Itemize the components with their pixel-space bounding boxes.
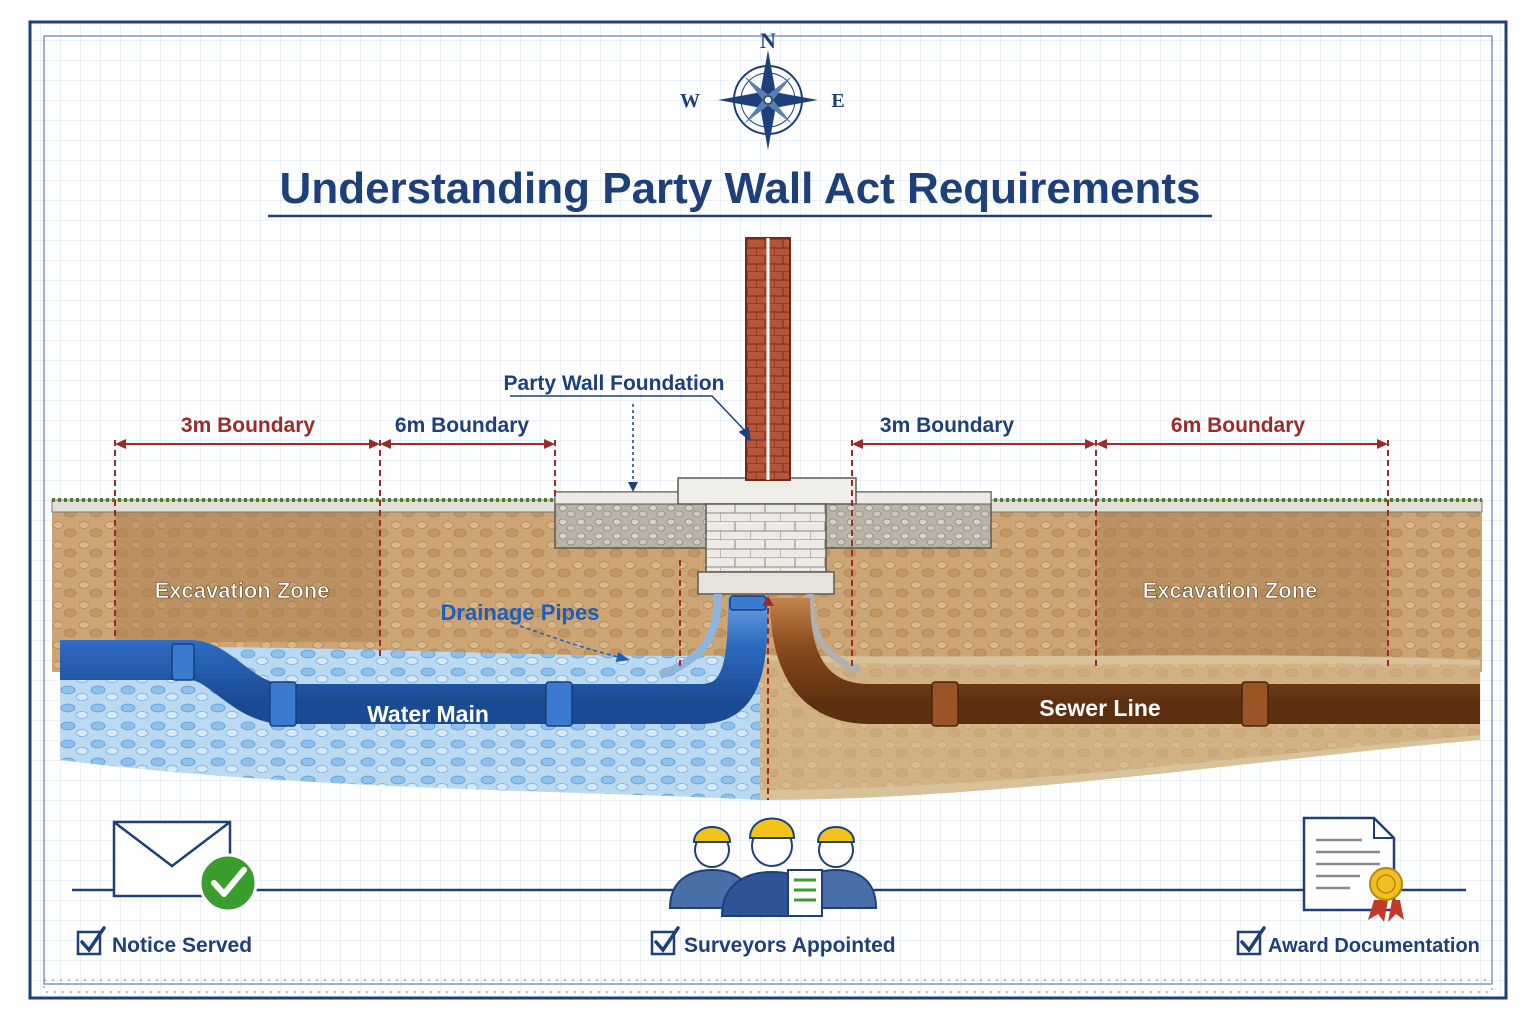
step-label: Notice Served [112,934,252,957]
step-award-documentation: Award Documentation [1236,926,1480,957]
certificate-icon [1302,816,1404,922]
water-main-label: Water Main [367,701,489,727]
outer-frame [28,20,1508,1000]
checkbox-icon [76,930,102,956]
excavation-zone-left [115,512,380,642]
excavation-zone-right-label: Excavation Zone [1143,578,1318,603]
drainage-callout-arrow [519,625,630,662]
step-notice-served: Notice Served [76,926,252,957]
party-wall-foundation [554,477,992,595]
foundation-callout-lines [510,395,752,492]
boundary-markers [114,440,1389,800]
drainage-pipes-label: Drainage Pipes [441,600,600,625]
sewer-line-pipe [770,597,1480,727]
step-surveyors-appointed: Surveyors Appointed [650,926,896,957]
page-title: Understanding Party Wall Act Requirement… [280,164,1201,213]
checkbox-icon [1236,930,1262,956]
envelope-check-icon [112,820,258,913]
water-main-pipe [60,595,768,727]
brick-party-wall [745,237,791,481]
drainage-pipes [658,593,862,679]
step-label: Surveyors Appointed [684,934,896,957]
sewer-line-label: Sewer Line [1039,695,1160,721]
compass-west-label: W [680,90,700,112]
step-label: Award Documentation [1268,935,1480,957]
checkbox-icon [650,930,676,956]
compass-rose-icon [718,50,818,150]
boundary-dimension-lines [115,439,1388,449]
surveyors-team-icon [668,817,878,917]
excavation-zone-left-label: Excavation Zone [155,578,330,603]
ruler-bottom [43,979,1493,993]
inner-frame [43,35,1493,985]
boundary-label-left-6m: 6m Boundary [395,414,530,437]
compass-north-label: N [760,28,776,53]
compass-east-label: E [831,90,844,112]
foundation-label: Party Wall Foundation [504,372,725,395]
boundary-label-left-3m: 3m Boundary [181,414,316,437]
boundary-label-right-6m: 6m Boundary [1171,414,1306,437]
excavation-zone-right [1096,512,1388,662]
boundary-label-right-3m: 3m Boundary [880,414,1015,437]
